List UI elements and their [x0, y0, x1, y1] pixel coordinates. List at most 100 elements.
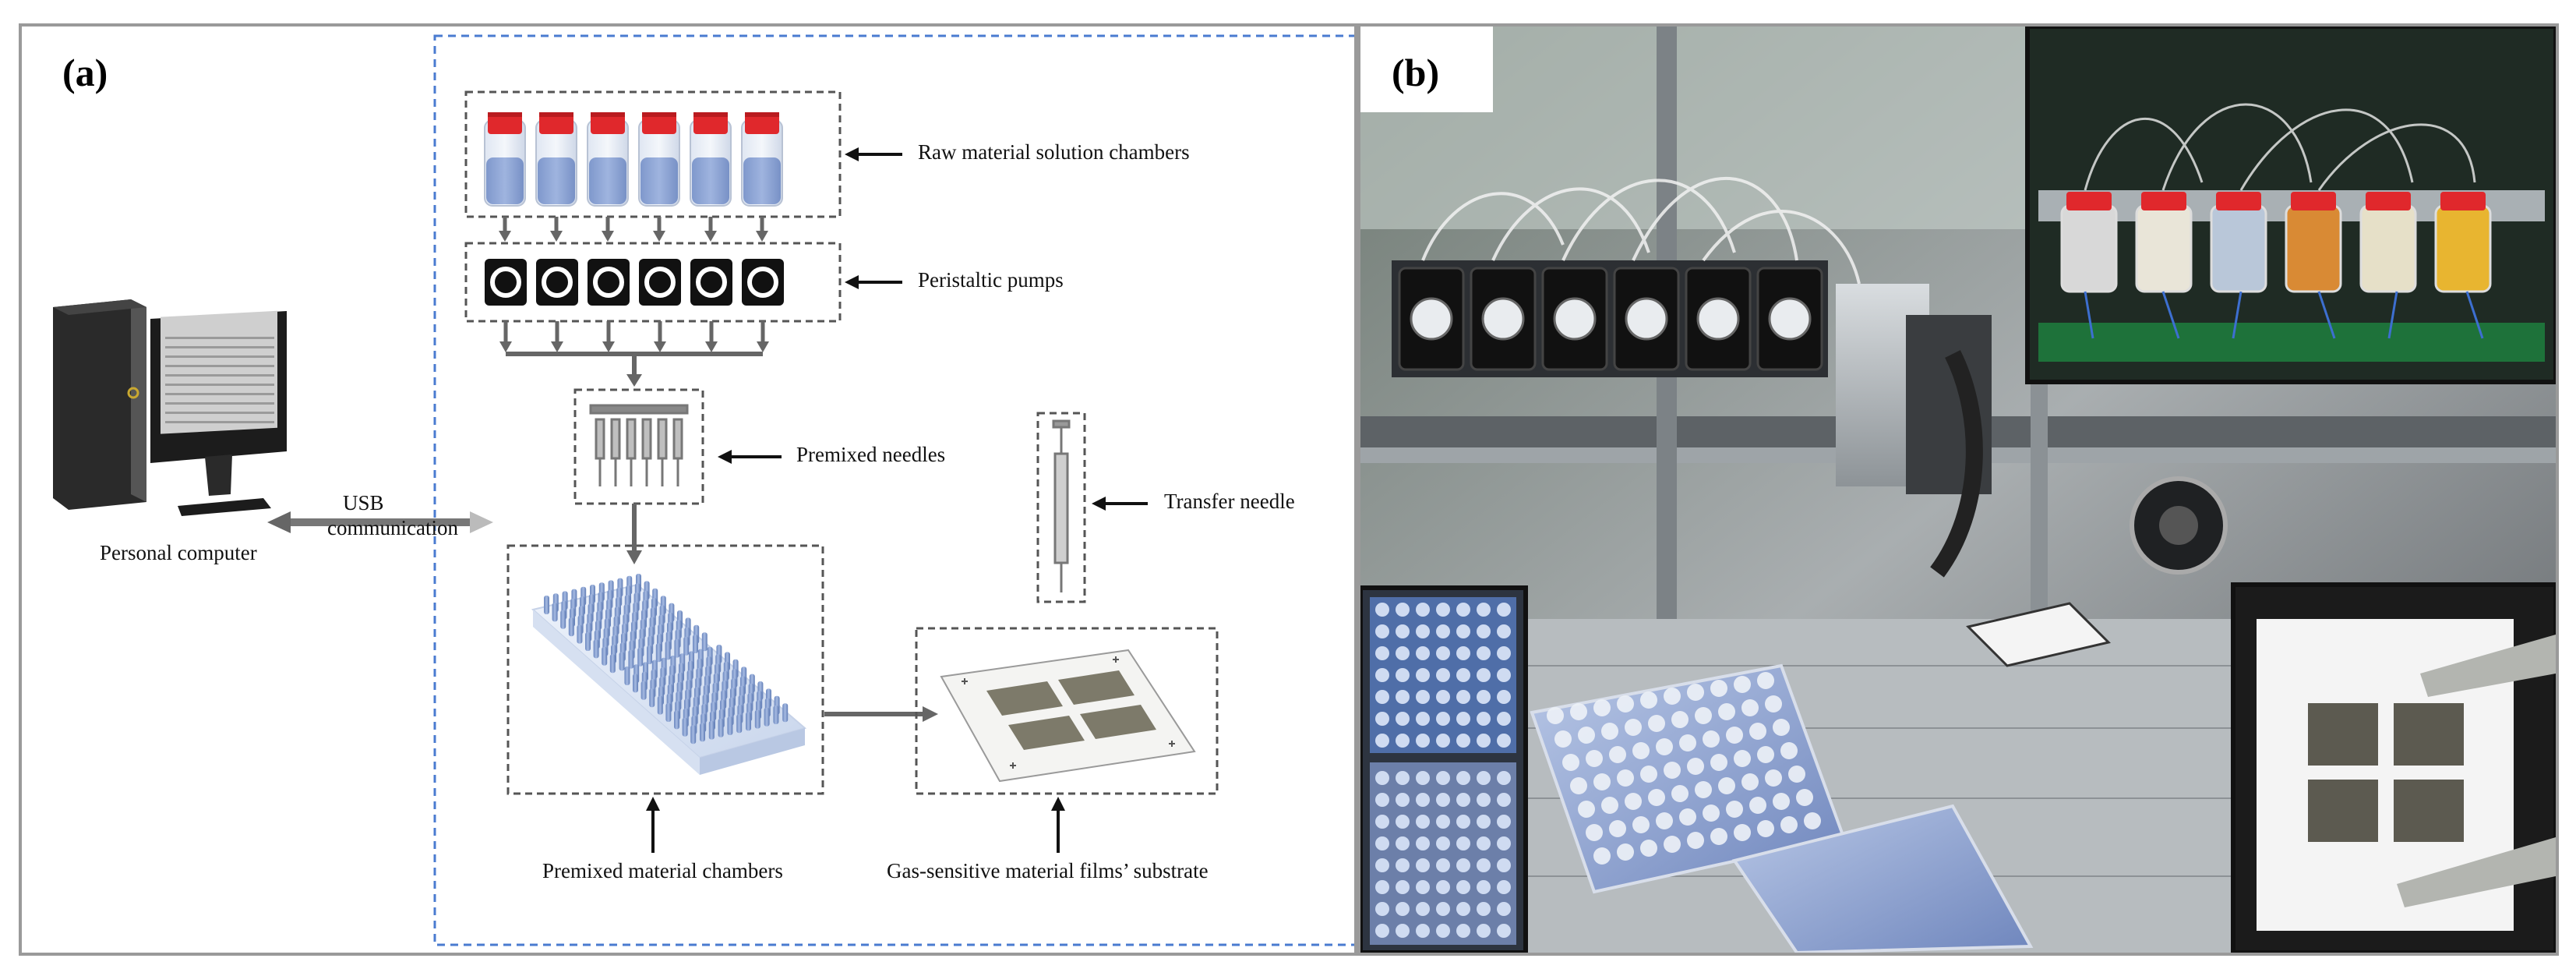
rack-well — [1593, 699, 1611, 716]
inset-well — [1416, 690, 1430, 704]
gas-sensitive-substrate — [940, 649, 1196, 783]
inset-well — [1477, 668, 1491, 682]
tray-well — [693, 635, 698, 653]
rack-well — [1773, 793, 1790, 810]
inset-well — [1477, 815, 1491, 829]
tray-well — [628, 649, 634, 669]
inset-well — [1436, 836, 1450, 850]
rack-well — [1757, 820, 1774, 837]
rack-well — [1664, 688, 1681, 705]
inset-well — [1396, 836, 1410, 850]
inset-well — [1497, 712, 1511, 726]
inset-well — [1456, 793, 1470, 807]
inset-well — [1375, 880, 1389, 894]
rack-well — [1703, 730, 1720, 748]
rack-well — [1578, 801, 1595, 818]
rack-well — [1788, 766, 1805, 783]
inset-well — [1416, 924, 1430, 938]
inset-well — [1477, 734, 1491, 748]
rack-well — [1695, 781, 1712, 798]
inset-well — [1436, 858, 1450, 872]
rack-well — [1547, 707, 1564, 724]
inset-well — [1375, 690, 1389, 704]
inset-well — [1416, 858, 1430, 872]
rack-well — [1718, 703, 1735, 720]
schematic-drawing — [53, 34, 1354, 946]
tray-wells — [544, 574, 789, 744]
rack-well — [1726, 727, 1743, 744]
inset-well — [1416, 603, 1430, 617]
rack-well — [1765, 769, 1782, 787]
rack-well — [1687, 684, 1704, 701]
transfer-needle-box — [1036, 412, 1086, 603]
tray-well — [700, 723, 705, 742]
pumps-box — [464, 242, 842, 323]
tray-well — [690, 725, 697, 744]
inset-well — [1497, 646, 1511, 660]
tray-well — [754, 709, 760, 729]
rack-well — [1734, 676, 1751, 693]
tray-well — [682, 717, 688, 737]
rack-well — [1804, 812, 1821, 829]
inset-well — [1477, 624, 1491, 638]
rack-well — [1773, 719, 1790, 736]
rack-well — [1780, 816, 1798, 833]
rack-well — [1710, 754, 1727, 771]
transfer-needle — [1052, 419, 1071, 592]
usb-label: USB — [343, 491, 384, 515]
inset-well — [1396, 712, 1410, 726]
rack-well — [1757, 672, 1774, 689]
rack-well — [1601, 723, 1618, 740]
callout-arrows — [651, 153, 1148, 853]
tray-well — [637, 647, 644, 667]
inset-well — [1396, 924, 1410, 938]
tray-well — [764, 707, 770, 727]
inset-well — [1396, 646, 1410, 660]
tray-well — [727, 716, 733, 735]
inset-well — [1477, 902, 1491, 916]
inset-well — [1375, 668, 1389, 682]
rack-well — [1601, 797, 1618, 814]
tray-well — [683, 636, 690, 656]
inset-well — [1497, 771, 1511, 785]
rack-well — [1617, 843, 1634, 861]
inset-well — [1436, 690, 1450, 704]
tray-well — [746, 712, 751, 731]
rack-well — [1687, 758, 1704, 775]
inset-well — [1497, 924, 1511, 938]
rack-well — [1679, 734, 1696, 751]
rack-well — [1593, 847, 1611, 865]
rack-well — [1710, 828, 1727, 845]
rack-well — [1648, 715, 1665, 732]
tray-well — [736, 714, 743, 734]
tray-well — [782, 703, 789, 723]
inset-well — [1396, 902, 1410, 916]
inset-well — [1456, 771, 1470, 785]
inset-well — [1375, 836, 1389, 850]
rack-well — [1586, 750, 1603, 767]
inset-well — [1497, 902, 1511, 916]
rack-well — [1632, 742, 1650, 759]
inset-well — [1477, 880, 1491, 894]
computer-icon — [53, 299, 287, 516]
inset-well — [1375, 793, 1389, 807]
inset-well — [1375, 734, 1389, 748]
tray-well — [665, 703, 672, 722]
tray-well — [544, 596, 549, 614]
inset-well — [1436, 603, 1450, 617]
inset-well — [1375, 646, 1389, 660]
inset-well — [1416, 734, 1430, 748]
rack-well — [1741, 699, 1759, 716]
rack-well — [1570, 777, 1587, 794]
tray-well — [560, 610, 566, 629]
inset-well — [1477, 924, 1491, 938]
inset-well — [1436, 712, 1450, 726]
rack-well — [1586, 824, 1603, 841]
rack-well — [1718, 777, 1735, 794]
substrate-label: Gas-sensitive material films’ substrate — [887, 859, 1209, 882]
inset-well — [1436, 771, 1450, 785]
pumps-label: Peristaltic pumps — [918, 268, 1064, 292]
inset-well — [1436, 902, 1450, 916]
tray-well — [585, 632, 591, 651]
inset-well — [1375, 858, 1389, 872]
